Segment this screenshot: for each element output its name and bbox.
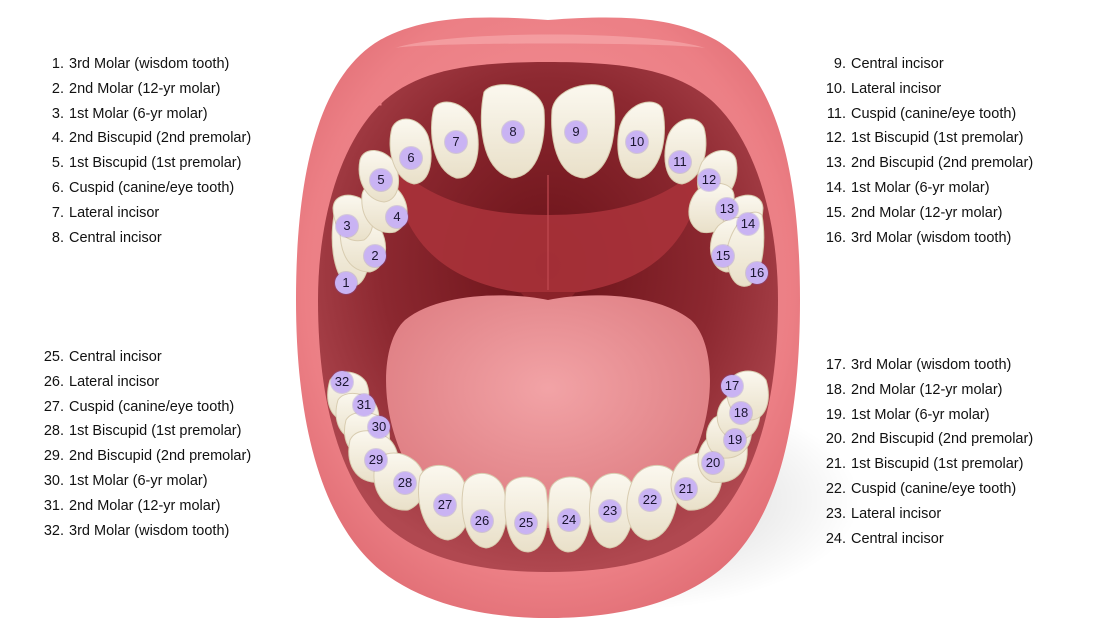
legend-item: 32.3rd Molar (wisdom tooth) [43, 522, 230, 539]
legend-item: 21.1st Biscupid (1st premolar) [825, 456, 1024, 473]
tooth-badge-16: 16 [746, 262, 768, 284]
tooth-badge-10: 10 [626, 131, 648, 153]
legend-upper-right: 9.Central incisor 10.Lateral incisor 11.… [810, 52, 1033, 250]
legend-item: 6.Cuspid (canine/eye tooth) [51, 179, 235, 196]
legend-item: 24.Central incisor [825, 530, 944, 547]
tooth-badge-20: 20 [702, 452, 724, 474]
tooth-badge-31: 31 [353, 394, 375, 416]
legend-item: 7.Lateral incisor [51, 204, 160, 221]
tooth-badge-6: 6 [400, 147, 422, 169]
legend-item: 4.2nd Biscupid (2nd premolar) [51, 130, 252, 147]
tooth-badge-19: 19 [724, 429, 746, 451]
legend-item: 18.2nd Molar (12-yr molar) [825, 381, 1003, 398]
tooth-badge-27: 27 [434, 494, 456, 516]
tooth-badge-3: 3 [336, 215, 358, 237]
tooth-badge-5: 5 [370, 169, 392, 191]
tooth-badge-2: 2 [364, 245, 386, 267]
tooth-badge-29: 29 [365, 449, 387, 471]
tooth-badge-25: 25 [515, 512, 537, 534]
legend-item: 13.2nd Biscupid (2nd premolar) [825, 155, 1034, 172]
legend-item: 8.Central incisor [51, 229, 162, 246]
tooth-badge-4: 4 [386, 206, 408, 228]
tooth-badge-1: 1 [335, 272, 357, 294]
tooth-badge-21: 21 [675, 478, 697, 500]
legend-item: 10.Lateral incisor [825, 80, 942, 97]
tooth-badge-23: 23 [599, 500, 621, 522]
legend-item: 25.Central incisor [43, 349, 162, 365]
tooth-badge-12: 12 [698, 169, 720, 191]
tooth-badge-14: 14 [737, 213, 759, 235]
tooth-badge-17: 17 [721, 375, 743, 397]
legend-item: 11.Cuspid (canine/eye tooth) [826, 105, 1017, 122]
tooth-badge-9: 9 [565, 121, 587, 143]
legend-item: 16.3rd Molar (wisdom tooth) [825, 229, 1012, 246]
legend-item: 26.Lateral incisor [43, 373, 160, 390]
tooth-badge-13: 13 [716, 198, 738, 220]
tooth-badge-22: 22 [639, 489, 661, 511]
legend-item: 3.1st Molar (6-yr molar) [51, 105, 208, 122]
legend-item: 17.3rd Molar (wisdom tooth) [825, 357, 1012, 373]
legend-item: 22.Cuspid (canine/eye tooth) [825, 480, 1017, 497]
legend-item: 29.2nd Biscupid (2nd premolar) [43, 448, 252, 465]
tooth-badge-28: 28 [394, 472, 416, 494]
legend-item: 20.2nd Biscupid (2nd premolar) [825, 431, 1034, 448]
legend-item: 12.1st Biscupid (1st premolar) [825, 130, 1024, 147]
legend-item: 27.Cuspid (canine/eye tooth) [43, 398, 235, 415]
tooth-badge-7: 7 [445, 131, 467, 153]
tooth-badge-8: 8 [502, 121, 524, 143]
tongue [386, 295, 710, 528]
legend-upper-left: 1.3rd Molar (wisdom tooth) 2.2nd Molar (… [40, 52, 251, 250]
tooth-badge-26: 26 [471, 510, 493, 532]
legend-lower-right: 17.3rd Molar (wisdom tooth) 18.2nd Molar… [810, 353, 1033, 551]
tooth-badge-24: 24 [558, 509, 580, 531]
lip-highlight [395, 34, 705, 48]
legend-item: 1.3rd Molar (wisdom tooth) [51, 56, 230, 72]
legend-item: 14.1st Molar (6-yr molar) [825, 179, 990, 196]
legend-item: 2.2nd Molar (12-yr molar) [51, 80, 221, 97]
legend-item: 30.1st Molar (6-yr molar) [43, 472, 208, 489]
tooth-badge-11: 11 [669, 151, 691, 173]
tooth-badge-32: 32 [331, 371, 353, 393]
legend-item: 31.2nd Molar (12-yr molar) [43, 497, 221, 514]
tooth-badge-18: 18 [730, 402, 752, 424]
legend-item: 19.1st Molar (6-yr molar) [825, 406, 990, 423]
legend-item: 5.1st Biscupid (1st premolar) [51, 155, 242, 172]
legend-item: 28.1st Biscupid (1st premolar) [43, 423, 242, 440]
tooth-badge-15: 15 [712, 245, 734, 267]
legend-item: 23.Lateral incisor [825, 505, 942, 522]
legend-lower-left: 25.Central incisor 26.Lateral incisor 27… [40, 345, 251, 543]
legend-item: 9.Central incisor [833, 56, 944, 72]
legend-item: 15.2nd Molar (12-yr molar) [825, 204, 1003, 221]
tooth-badge-30: 30 [368, 416, 390, 438]
